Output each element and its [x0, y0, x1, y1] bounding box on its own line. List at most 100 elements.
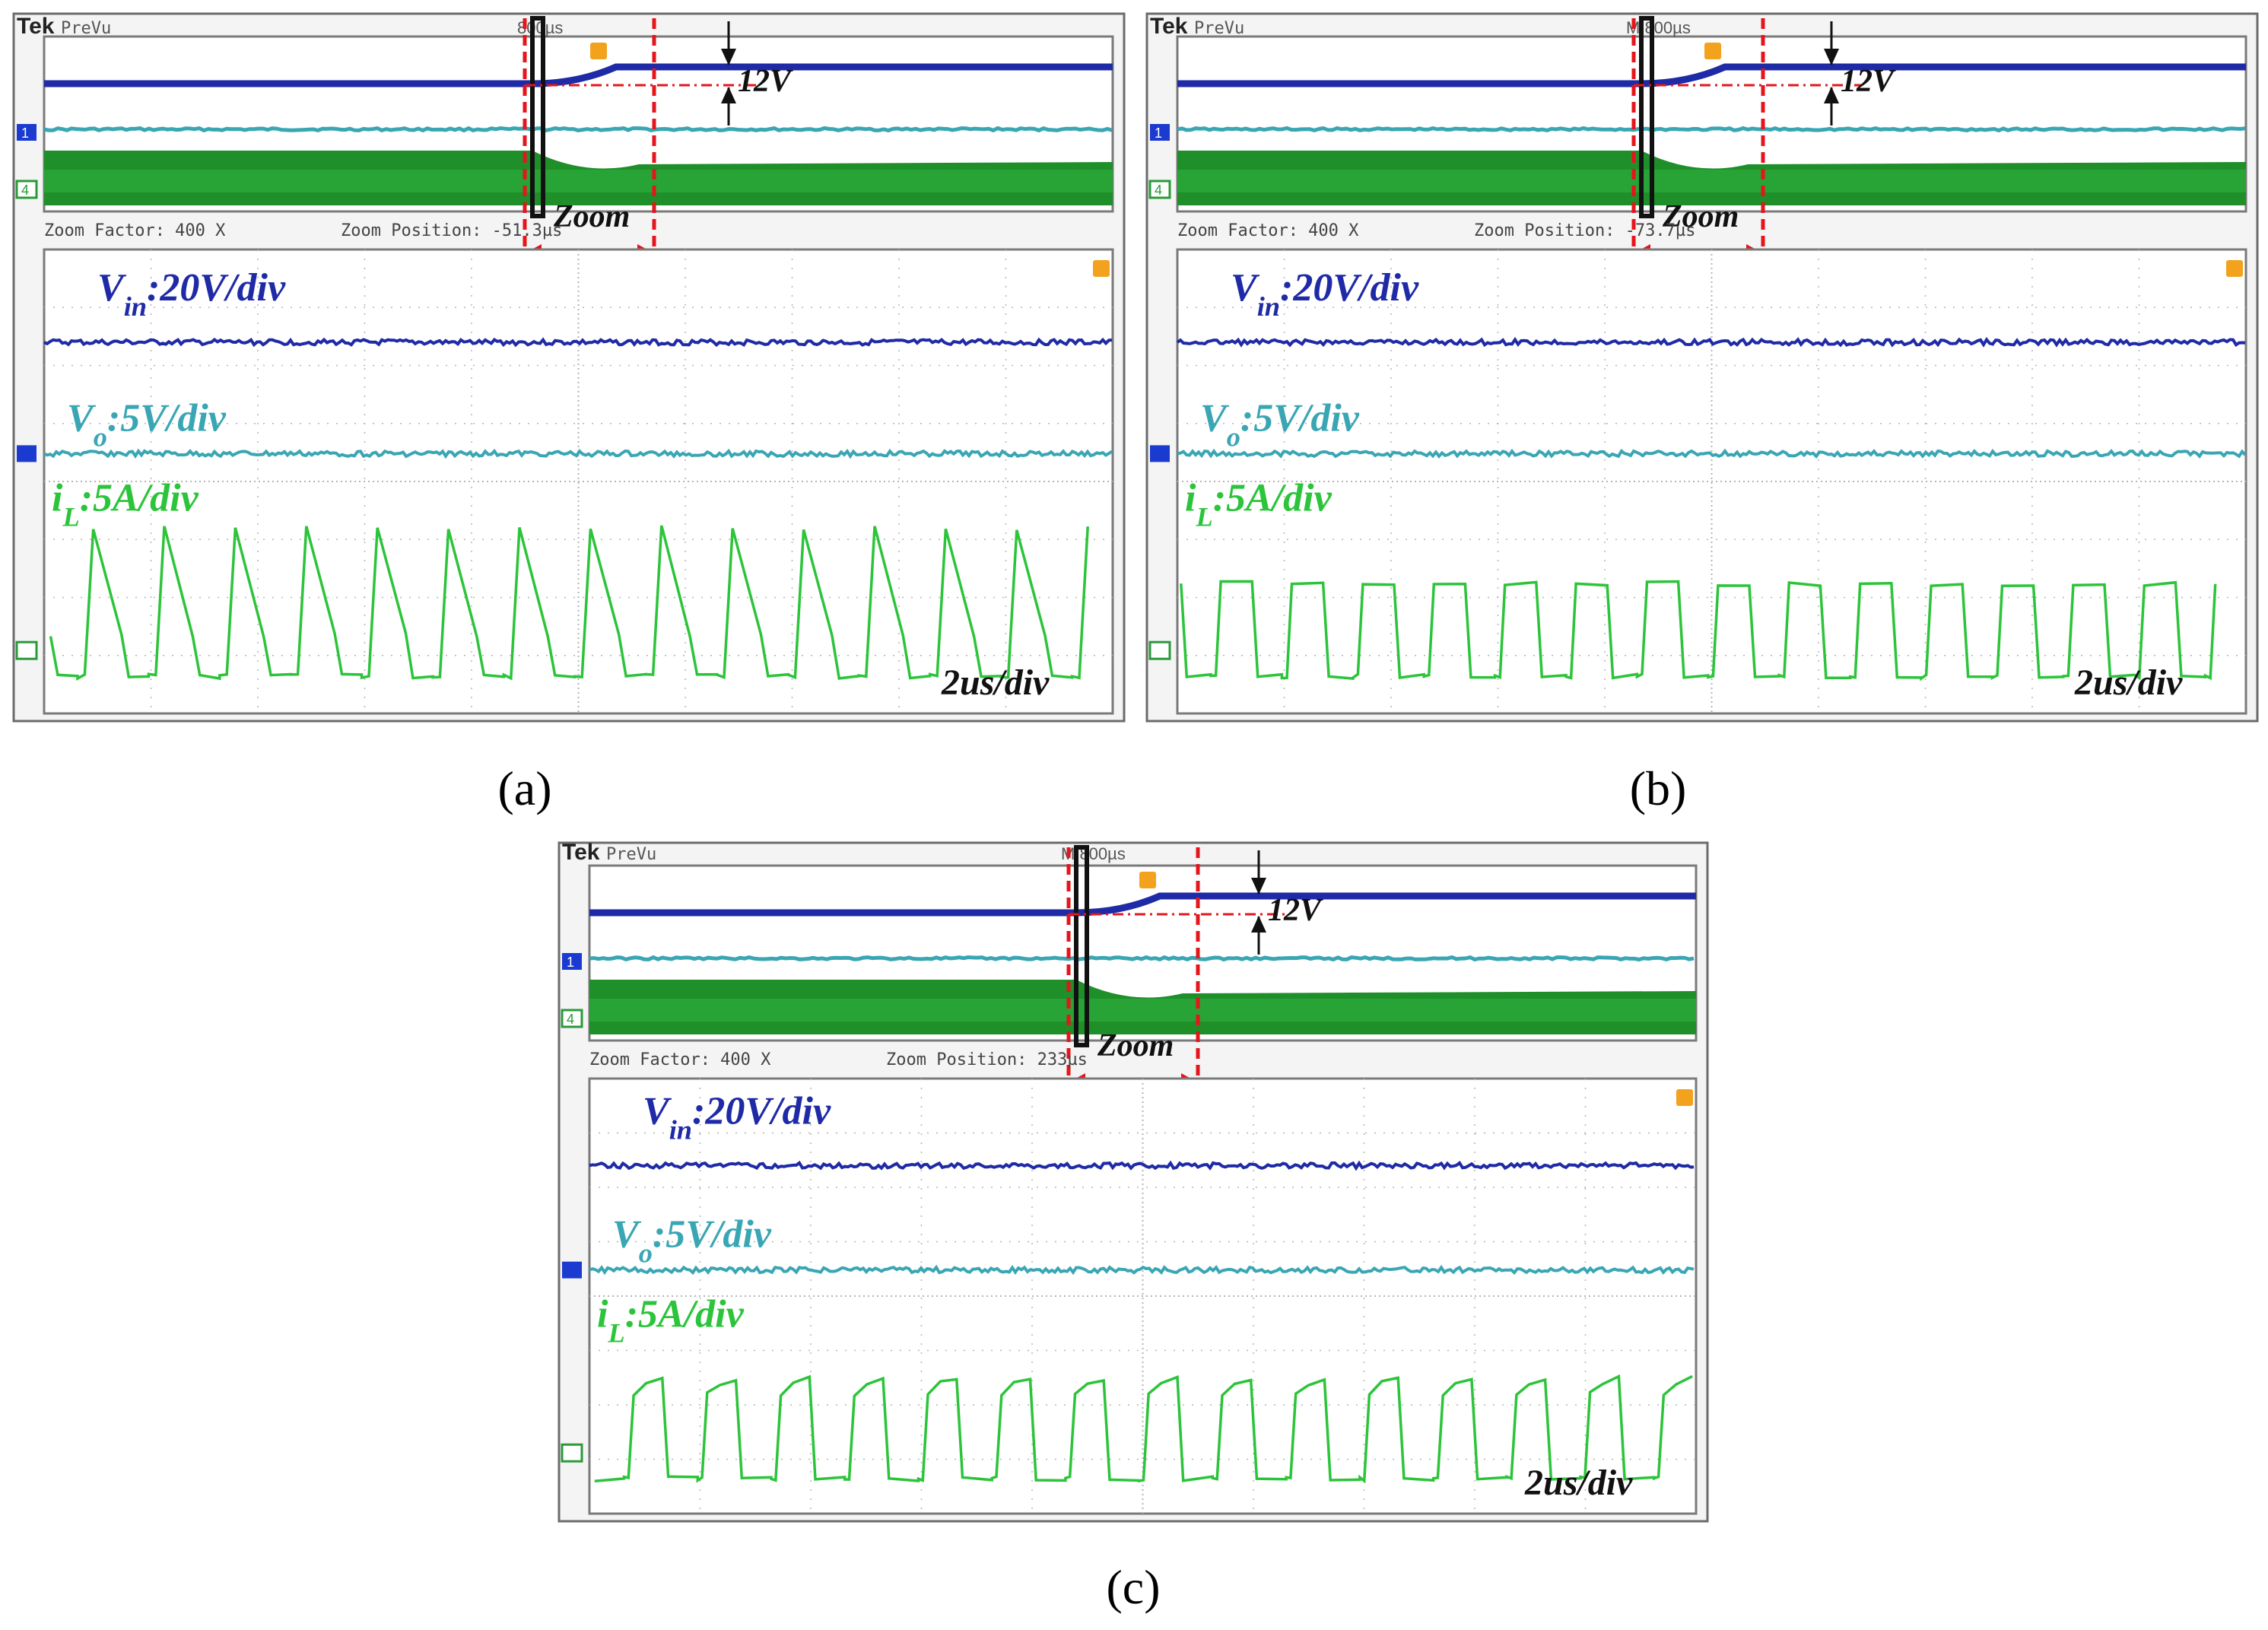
main-trigger-marker	[2226, 260, 2243, 277]
vin-label-sub: in	[1257, 291, 1280, 322]
main-trigger-marker	[1676, 1089, 1693, 1106]
channel-4-number: 4	[1155, 183, 1162, 198]
il-label-main: i	[1185, 476, 1196, 520]
vo-label-main: V	[1200, 396, 1230, 440]
zoom-factor-label: Zoom Factor: 400 X	[44, 221, 226, 240]
zoom-position-label: Zoom Position: -51.3µs	[341, 221, 562, 240]
il-label: iL:5A/div	[1185, 476, 1333, 532]
vin-label-rest: :20V/div	[147, 266, 286, 310]
vin-trace	[589, 1160, 1695, 1171]
il-trace	[1180, 580, 2217, 682]
vo-label-sub: o	[1227, 421, 1240, 452]
main-channel-4-marker	[15, 640, 38, 660]
il-label-sub: L	[607, 1318, 624, 1349]
overview-vin-trace	[44, 63, 1113, 87]
zoom-factor-label: Zoom Factor: 400 X	[1177, 221, 1359, 240]
caption-a: (a)	[497, 761, 552, 815]
zoom-factor-label: Zoom Factor: 400 X	[589, 1050, 771, 1069]
main-channel-1-marker	[562, 1261, 582, 1279]
il-label-rest: :5A/div	[625, 1293, 745, 1336]
trigger-marker	[1704, 43, 1721, 59]
vin-label: Vin:20V/div	[97, 266, 286, 322]
mode-label: PreVu	[61, 19, 111, 38]
vo-label-rest: :5V/div	[1240, 396, 1360, 440]
il-label-sub: L	[62, 501, 79, 532]
vo-trace	[1177, 448, 2247, 459]
step-arrow-top-head	[1251, 878, 1266, 894]
vin-label: Vin:20V/div	[1231, 266, 1419, 322]
vo-label-main: V	[612, 1213, 642, 1257]
zoom-box	[1074, 845, 1089, 1047]
channel-4-marker	[561, 1009, 583, 1028]
channel-1-marker	[562, 953, 582, 970]
vin-trace	[1176, 336, 2246, 348]
trigger-marker	[1139, 872, 1156, 888]
overview-il-inner-band	[1177, 170, 2246, 192]
channel-4-marker	[1148, 180, 1171, 199]
vin-label-sub: in	[669, 1114, 692, 1145]
mode-label: PreVu	[606, 845, 656, 864]
channel-1-number: 1	[1155, 126, 1162, 141]
il-label: iL:5A/div	[52, 476, 199, 532]
step-label: 12V	[1268, 893, 1323, 928]
il-label-main: i	[52, 476, 63, 520]
overview-vo-trace	[589, 955, 1695, 962]
channel-4-number: 4	[21, 183, 29, 198]
main-channel-1-marker	[17, 445, 37, 462]
step-arrow-bottom-head	[721, 87, 736, 103]
grid	[44, 249, 1113, 713]
zoom-box	[530, 16, 545, 218]
caption-b: (b)	[1629, 761, 1687, 815]
vo-trace	[589, 1264, 1695, 1276]
vo-label-sub: o	[639, 1238, 653, 1269]
scope-panel-a: TekPreVu800µs141msZoom12VZoom Factor: 40…	[12, 12, 1126, 723]
vo-label-rest: :5V/div	[653, 1213, 772, 1257]
vin-label-main: V	[97, 266, 127, 310]
step-arrow-bottom-head	[1251, 916, 1266, 933]
il-trace	[594, 1374, 1693, 1484]
vo-trace	[43, 448, 1113, 459]
il-label-rest: :5A/div	[80, 476, 199, 520]
zoom-label: Zoom	[1097, 1028, 1174, 1063]
step-arrow-bottom-head	[1824, 87, 1839, 103]
caption-c: (c)	[1106, 1560, 1161, 1614]
time-div-label: 2us/div	[941, 662, 1050, 703]
channel-1-marker	[17, 124, 37, 141]
vin-label-sub: in	[124, 291, 147, 322]
vo-label: Vo:5V/div	[67, 396, 227, 452]
channel-1-marker	[1150, 124, 1170, 141]
zoom-box	[1639, 16, 1654, 218]
vo-label-rest: :5V/div	[107, 396, 227, 440]
timebase-label: M 800µs	[1061, 844, 1126, 863]
vin-label-rest: :20V/div	[1280, 266, 1419, 310]
il-label-main: i	[597, 1293, 608, 1336]
brand-logo: Tek	[562, 840, 600, 865]
trigger-marker	[590, 43, 607, 59]
overview-vo-trace	[1177, 126, 2246, 133]
main-channel-4-marker	[1148, 640, 1171, 660]
overview-vin-trace	[589, 892, 1696, 917]
vin-label-rest: :20V/div	[692, 1089, 831, 1133]
main-channel-1-marker	[1150, 445, 1170, 462]
vo-label: Vo:5V/div	[1200, 396, 1360, 452]
brand-logo: Tek	[17, 14, 55, 39]
overview-il-inner-band	[44, 170, 1113, 192]
overview-il-inner-band	[589, 999, 1696, 1022]
zoom-label: Zoom	[1662, 199, 1739, 234]
zoom-position-label: Zoom Position: -73.7µs	[1474, 221, 1695, 240]
step-label: 12V	[738, 64, 793, 99]
vo-label-main: V	[67, 396, 97, 440]
mode-label: PreVu	[1194, 19, 1244, 38]
time-div-label: 2us/div	[2074, 662, 2183, 703]
overview-vo-trace	[43, 126, 1113, 133]
vo-label-sub: o	[94, 421, 107, 452]
vin-trace	[43, 337, 1113, 348]
channel-4-marker	[15, 180, 38, 199]
scope-svg-a: TekPreVu800µs141msZoom12VZoom Factor: 40…	[12, 12, 1126, 723]
step-arrow-top-head	[721, 49, 736, 65]
grid	[1177, 249, 2246, 713]
